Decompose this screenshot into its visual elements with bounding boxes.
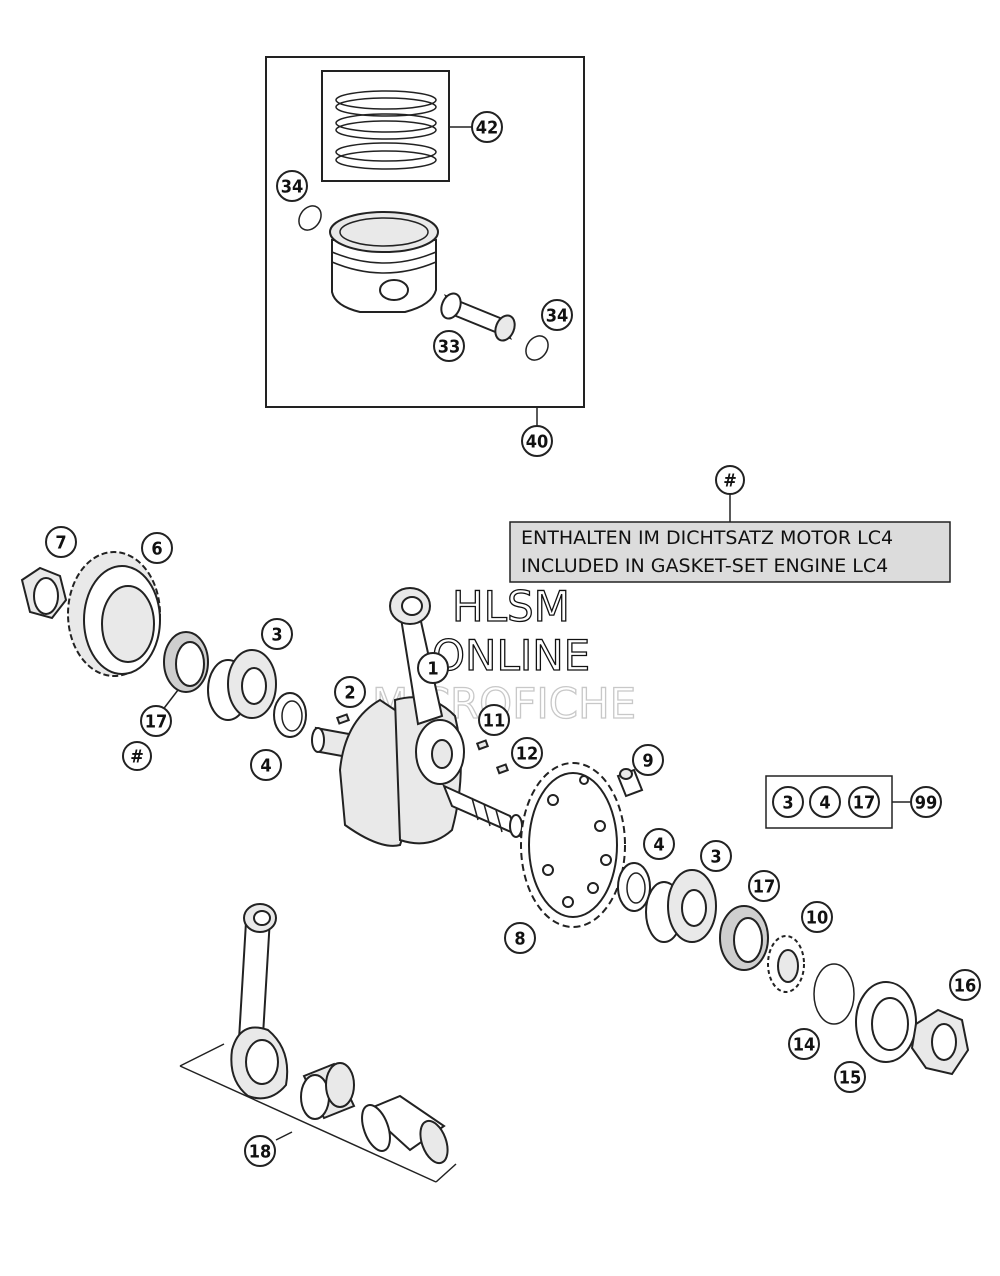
callout-4-set[interactable]: 4: [809, 786, 841, 818]
svg-text:#: #: [723, 471, 737, 492]
svg-text:2: 2: [344, 683, 355, 704]
callout-17-set[interactable]: 17: [848, 786, 880, 818]
note-box: [509, 521, 951, 583]
callout-8[interactable]: 8: [504, 922, 536, 954]
svg-text:12: 12: [516, 744, 539, 765]
callout-4-right[interactable]: 4: [643, 828, 675, 860]
callout-40[interactable]: 40: [521, 425, 553, 457]
svg-text:17: 17: [853, 793, 876, 814]
svg-text:6: 6: [151, 539, 162, 560]
svg-text:99: 99: [915, 793, 938, 814]
watermark-line-1: HLSM: [452, 582, 570, 631]
svg-text:17: 17: [753, 877, 776, 898]
callout-15[interactable]: 15: [834, 1061, 866, 1093]
svg-text:10: 10: [806, 908, 829, 929]
main-bearing-left: [207, 649, 277, 721]
svg-text:14: 14: [793, 1035, 816, 1056]
callout-3-set[interactable]: 3: [772, 786, 804, 818]
callout-17-right[interactable]: 17: [748, 870, 780, 902]
woodruff-key-11: [475, 739, 490, 751]
callout-18[interactable]: 18: [244, 1135, 276, 1167]
callout-10[interactable]: 10: [801, 901, 833, 933]
circlip-left: [298, 205, 322, 231]
shaft-seal-right: [719, 905, 769, 971]
crank-right-parts: [520, 762, 970, 1076]
callouts: 42 34 34 33 40 # 7 6 3 1 2 11 12 17 # 4 …: [45, 111, 981, 1167]
svg-text:3: 3: [782, 793, 793, 814]
svg-text:34: 34: [546, 306, 569, 327]
svg-text:40: 40: [526, 432, 549, 453]
callout-17-left[interactable]: 17: [140, 705, 172, 737]
callout-6[interactable]: 6: [141, 532, 173, 564]
woodruff-key-2: [335, 713, 351, 725]
circlip-14: [813, 963, 855, 1025]
shaft-seal-left: [163, 631, 209, 693]
callout-hash-left[interactable]: #: [122, 741, 152, 771]
main-bearing-right: [645, 869, 717, 943]
washer-15: [855, 981, 917, 1063]
svg-text:#: #: [130, 747, 144, 768]
callout-14[interactable]: 14: [788, 1028, 820, 1060]
svg-text:4: 4: [819, 793, 830, 814]
callout-3-right[interactable]: 3: [700, 840, 732, 872]
watermark-line-2: ONLINE: [432, 631, 590, 680]
svg-text:4: 4: [653, 835, 664, 856]
callout-33[interactable]: 33: [433, 330, 465, 362]
svg-text:15: 15: [839, 1068, 862, 1089]
callout-9[interactable]: 9: [632, 744, 664, 776]
callout-3-left[interactable]: 3: [261, 618, 293, 650]
svg-text:7: 7: [55, 533, 66, 554]
conrod-kit-group: [179, 903, 457, 1183]
piston-kit-frame: [265, 56, 585, 408]
note-line-german: ENTHALTEN IM DICHTSATZ MOTOR LC4: [521, 527, 893, 549]
crank-left-parts: [20, 551, 307, 738]
svg-text:1: 1: [427, 659, 438, 680]
svg-text:4: 4: [260, 756, 271, 777]
svg-text:17: 17: [145, 712, 168, 733]
nut-16: [910, 1008, 970, 1076]
note-line-english: INCLUDED IN GASKET-SET ENGINE LC4: [521, 555, 888, 577]
callout-hash-note[interactable]: #: [715, 465, 745, 495]
piston-kit-group: [265, 56, 585, 428]
svg-text:3: 3: [710, 847, 721, 868]
svg-text:42: 42: [476, 118, 499, 139]
callout-7[interactable]: 7: [45, 526, 77, 558]
crankshaft-assembly: [311, 587, 644, 847]
small-sprocket: [767, 935, 805, 993]
piston-rings: [335, 90, 437, 170]
timing-sprocket: [520, 762, 626, 928]
callout-2[interactable]: 2: [334, 676, 366, 708]
woodruff-key-12: [495, 763, 510, 775]
svg-text:33: 33: [438, 337, 461, 358]
svg-text:16: 16: [954, 976, 977, 997]
needle-bearing: [300, 1062, 356, 1120]
callout-34-right[interactable]: 34: [541, 299, 573, 331]
callout-11[interactable]: 11: [478, 704, 510, 736]
crank-pin: [361, 1094, 449, 1165]
svg-text:18: 18: [249, 1142, 272, 1163]
primary-gear: [67, 551, 161, 677]
callout-99[interactable]: 99: [910, 786, 942, 818]
piston: [329, 211, 439, 313]
watermark: HLSM ONLINE MICROFICHE: [371, 581, 636, 728]
callout-16[interactable]: 16: [949, 969, 981, 1001]
callout-1[interactable]: 1: [417, 652, 449, 684]
piston-pin: [440, 292, 516, 342]
circlip-right: [525, 335, 549, 361]
piston-ring-frame: [321, 70, 450, 182]
svg-text:3: 3: [271, 625, 282, 646]
svg-text:8: 8: [514, 929, 525, 950]
svg-text:11: 11: [483, 711, 506, 732]
svg-text:9: 9: [642, 751, 653, 772]
gasket-set-note: ENTHALTEN IM DICHTSATZ MOTOR LC4 INCLUDE…: [509, 494, 951, 583]
nut-left: [20, 566, 68, 620]
dowel-pin: [616, 768, 644, 798]
callout-4-left[interactable]: 4: [250, 749, 282, 781]
callout-12[interactable]: 12: [511, 737, 543, 769]
svg-text:34: 34: [281, 177, 304, 198]
callout-42[interactable]: 42: [471, 111, 503, 143]
callout-34-top[interactable]: 34: [276, 170, 308, 202]
